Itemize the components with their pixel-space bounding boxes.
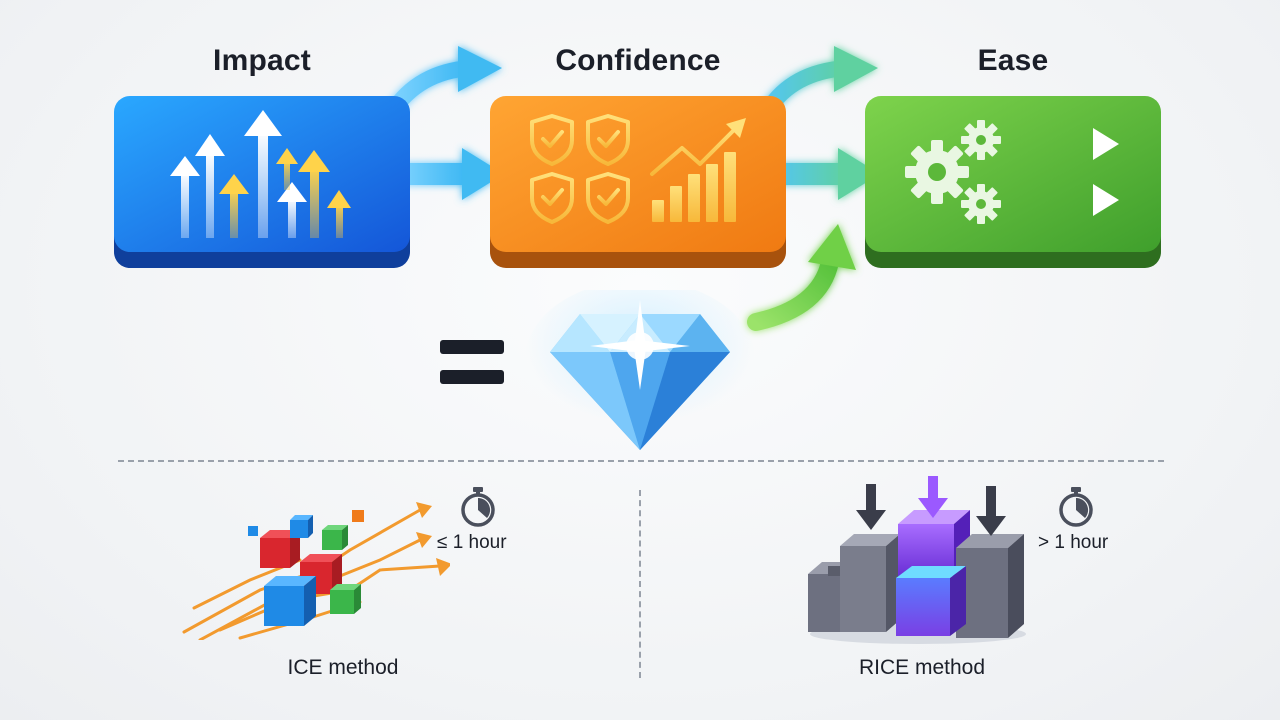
scattered-cubes-speed-icon bbox=[182, 502, 450, 640]
rising-arrows-icon bbox=[170, 110, 351, 238]
rice-method-label: RICE method bbox=[858, 656, 986, 679]
stacked-blocks-icon bbox=[808, 476, 1026, 644]
ice-method-label: ICE method bbox=[287, 656, 399, 679]
vertical-divider bbox=[639, 490, 641, 678]
shields-and-growth-chart-icon bbox=[530, 114, 740, 224]
straight-arrow-confidence-ease bbox=[776, 148, 880, 200]
diamond-icon bbox=[525, 290, 755, 450]
ice-time-label: ≤ 1 hour bbox=[437, 532, 507, 553]
grey-block-right bbox=[956, 534, 1024, 638]
impact-heading: Impact bbox=[213, 44, 311, 77]
grey-block-mid bbox=[840, 534, 900, 632]
blue-cube-small bbox=[290, 515, 313, 538]
down-arrows bbox=[856, 476, 1006, 536]
rice-time-label: > 1 hour bbox=[1038, 532, 1109, 553]
blue-cube-big bbox=[264, 576, 316, 626]
green-cube-1 bbox=[322, 525, 348, 550]
horizontal-divider bbox=[118, 460, 1164, 462]
equals-sign bbox=[440, 340, 504, 386]
stopwatch-icon bbox=[1059, 487, 1093, 527]
green-cube-2 bbox=[330, 584, 361, 614]
impact-card bbox=[112, 94, 412, 268]
ease-card bbox=[863, 94, 1163, 268]
straight-arrow-impact-confidence bbox=[398, 148, 504, 200]
confidence-heading: Confidence bbox=[555, 44, 721, 77]
gears-and-speed-arrows-icon bbox=[905, 120, 1119, 224]
purple-block-front bbox=[896, 566, 966, 636]
stopwatch-icon bbox=[461, 487, 495, 527]
arrow-diamond-to-ease bbox=[747, 224, 856, 331]
ease-heading: Ease bbox=[977, 44, 1049, 77]
tiny-cubes bbox=[248, 510, 364, 536]
confidence-card bbox=[488, 94, 788, 268]
